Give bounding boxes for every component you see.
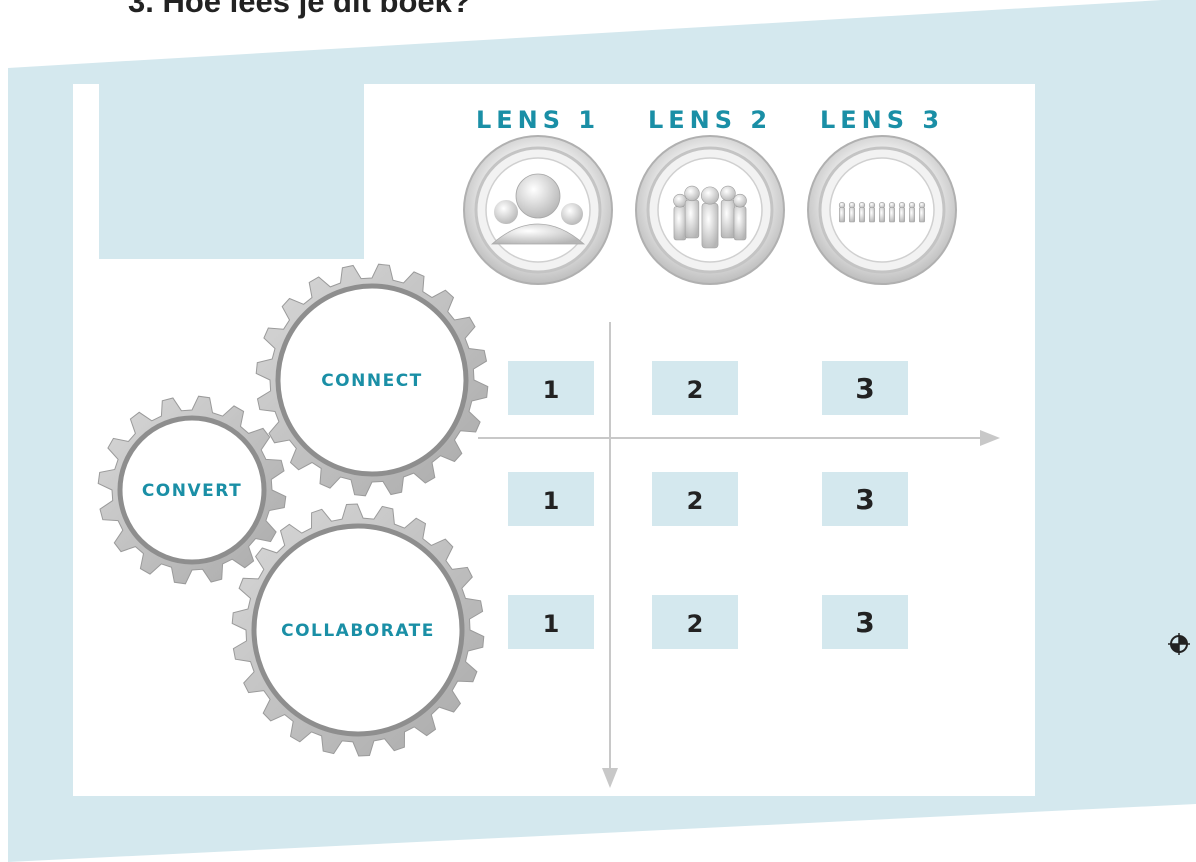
grid-cell-value: 2 [687, 487, 704, 515]
grid-cell-value: 3 [855, 606, 874, 639]
gear-label-convert: CONVERT [142, 481, 242, 501]
gear-icon [97, 395, 287, 585]
grid-cell-value: 2 [687, 610, 704, 638]
grid-cell-box [652, 595, 738, 649]
gear-icon [231, 503, 485, 757]
grid-cell-value: 1 [543, 610, 560, 638]
grid-cell-box [652, 472, 738, 526]
single-person-lens-icon [463, 135, 613, 285]
grid-cell-value: 3 [855, 372, 874, 405]
vertical-axis [602, 322, 618, 788]
grid-cell-value: 3 [855, 483, 874, 516]
grid-cell-box [508, 361, 594, 415]
gear-label-connect: CONNECT [321, 371, 423, 391]
grid-cell-value: 2 [687, 376, 704, 404]
lens-label-3: LENS 3 [820, 106, 944, 134]
grid-cell-box [822, 472, 908, 526]
horizontal-axis [478, 430, 1000, 446]
gear-icon [255, 263, 489, 497]
grid-cell-box [652, 361, 738, 415]
grid-cell-box [508, 595, 594, 649]
grid-cell-box [822, 361, 908, 415]
grid-cell-value: 1 [543, 487, 560, 515]
lens-label-2: LENS 2 [648, 106, 772, 134]
corner-block [99, 84, 364, 259]
group-lens-icon [635, 135, 785, 285]
grid-cell-box [822, 595, 908, 649]
gear-label-collaborate: COLLABORATE [281, 621, 435, 641]
grid-cell-box [508, 472, 594, 526]
crowd-lens-icon [807, 135, 957, 285]
registration-target-icon [1168, 633, 1190, 655]
page-heading: 3. Hoe lees je dit boek? [128, 0, 471, 19]
grid-cell-value: 1 [543, 376, 560, 404]
lens-label-1: LENS 1 [476, 106, 600, 134]
